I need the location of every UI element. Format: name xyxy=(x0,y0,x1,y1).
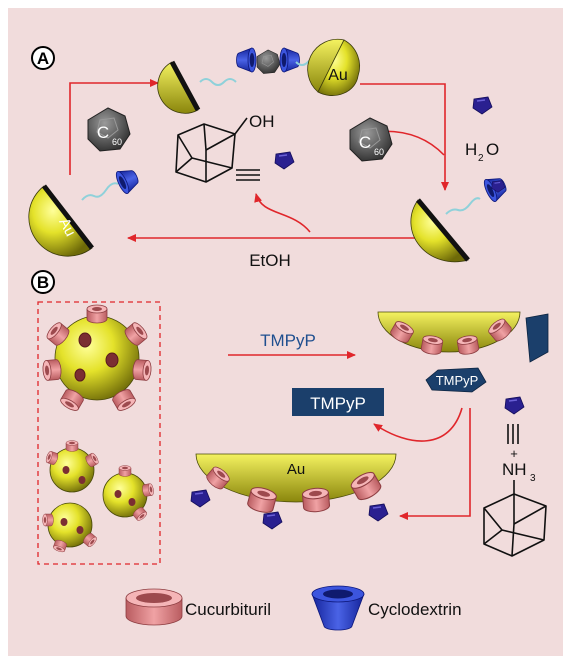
hydroxyl-label: OH xyxy=(249,112,275,131)
guest-free-b xyxy=(504,396,525,415)
tmpyp-released-box xyxy=(292,388,384,416)
au-top-label: Au xyxy=(328,67,348,84)
panel-a-arrows xyxy=(69,79,449,242)
cyclodextrin-top-left xyxy=(236,47,257,73)
linker-right xyxy=(445,197,481,215)
adamantanol-structure xyxy=(175,117,248,183)
svg-text:A: A xyxy=(37,49,49,68)
cyclodextrin-left xyxy=(113,164,143,196)
cyclodextrin-top-right xyxy=(279,47,300,73)
linker-left xyxy=(81,182,119,201)
ethanol-label: EtOH xyxy=(249,251,291,270)
au-cap-top-right xyxy=(307,38,360,96)
cb-au-sphere-cluster xyxy=(42,440,155,554)
au-left-label: Au xyxy=(55,215,79,239)
panel-b-badge: B xyxy=(31,270,55,294)
linker-top-left xyxy=(199,78,237,86)
c60-top-bound xyxy=(256,49,281,74)
water-subscript: 2 xyxy=(478,153,484,164)
panel-b-arrows xyxy=(373,407,471,520)
c60-left-subscript: 60 xyxy=(112,137,122,147)
cb-au-particles-box xyxy=(37,301,161,565)
water-h: H xyxy=(465,140,477,159)
au-cap-tmpyp-bound xyxy=(377,311,549,393)
equivalence-sign xyxy=(236,169,260,181)
tmpyp-bound-label: TMPyP xyxy=(436,373,479,388)
c60-left-symbol: C xyxy=(97,123,109,142)
legend-cyclodextrin-icon xyxy=(311,585,365,631)
au-cap-top-left xyxy=(157,60,201,114)
au-particle-right xyxy=(410,198,470,263)
adamantylamine-structure xyxy=(483,480,547,557)
c60-right-subscript: 60 xyxy=(374,147,384,157)
legend-cucurbituril-icon xyxy=(125,588,183,626)
c60-right-symbol: C xyxy=(359,133,371,152)
au-particle-left xyxy=(28,184,94,257)
guest-free-a xyxy=(472,96,493,115)
amine-nh: NH xyxy=(502,460,527,479)
water-o: O xyxy=(486,140,499,159)
amine-subscript: 3 xyxy=(530,473,536,484)
legend-cyclodextrin-label: Cyclodextrin xyxy=(368,600,462,619)
amine-plus: + xyxy=(510,446,518,461)
legend-cucurbituril-label: Cucurbituril xyxy=(185,600,271,619)
triple-equivalence xyxy=(507,424,519,444)
au-bottom-label: Au xyxy=(287,461,305,478)
svg-text:B: B xyxy=(37,273,49,292)
adamantyl-guest-a xyxy=(274,151,295,170)
cb-au-sphere-large xyxy=(41,304,153,414)
tmpyp-released-label: TMPyP xyxy=(310,394,366,413)
tmpyp-arrow-label: TMPyP xyxy=(260,331,316,350)
panel-a-badge: A xyxy=(31,46,55,70)
au-cap-guest-bound xyxy=(190,453,397,530)
